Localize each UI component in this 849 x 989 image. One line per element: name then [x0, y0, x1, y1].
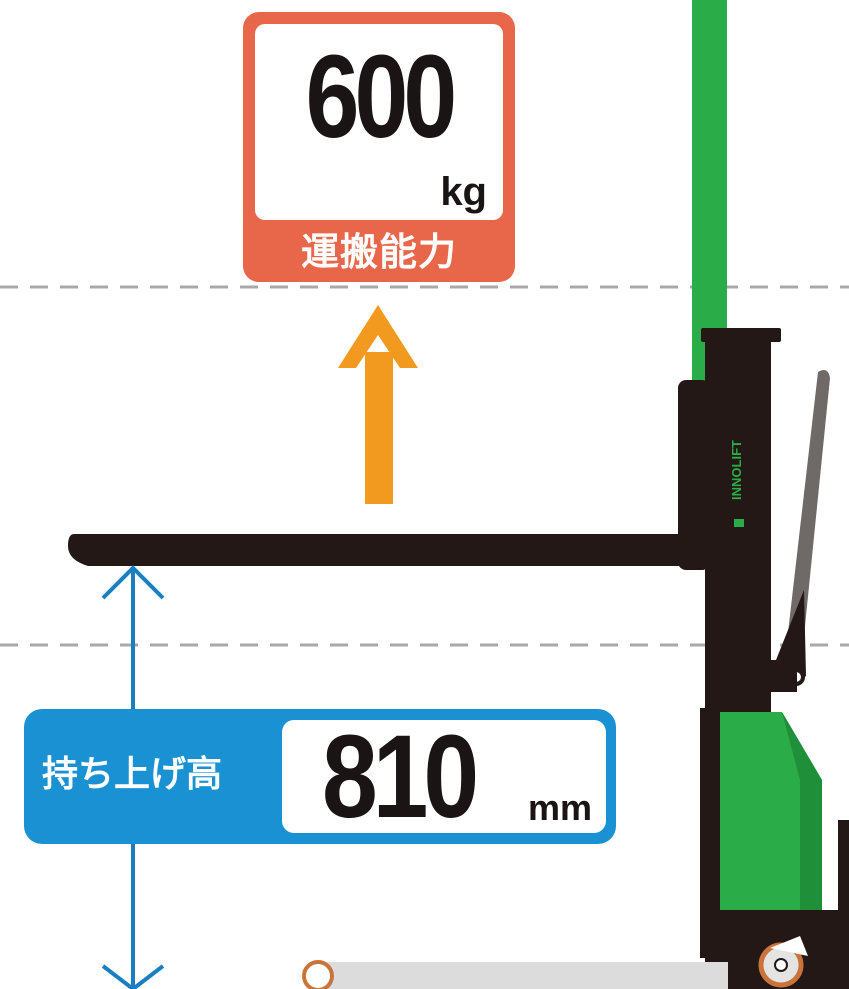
handle-bracket	[767, 660, 797, 692]
up-arrow-icon	[338, 305, 418, 504]
capacity-unit: kg	[440, 170, 487, 214]
fork-carriage	[678, 380, 710, 570]
handle-bar	[786, 370, 830, 650]
capacity-box: 600 kg 運搬能力	[243, 12, 515, 282]
capacity-value: 600	[305, 31, 458, 163]
lift-height-unit: mm	[527, 787, 592, 828]
outrigger-leg	[316, 962, 728, 989]
lift-height-label: 持ち上げ高	[42, 754, 223, 795]
lift-height-value: 810	[322, 711, 479, 843]
mast-cap	[701, 328, 781, 342]
fork-blade	[68, 534, 700, 566]
brand-logo-text: INNOLIFT	[729, 440, 744, 500]
rear-wheel-hub	[774, 958, 788, 972]
capacity-label: 運搬能力	[300, 230, 457, 274]
wheel-guard	[770, 936, 808, 956]
base-plate	[716, 910, 849, 934]
green-body-shade	[782, 712, 822, 912]
front-roller	[302, 960, 334, 989]
lift-height-box: 持ち上げ高 810 mm	[24, 709, 616, 844]
side-strut	[838, 820, 849, 915]
lift-height-value-panel: 810 mm	[282, 711, 606, 843]
innolift-logo-icon	[734, 519, 744, 527]
capacity-value-panel: 600 kg	[255, 24, 503, 220]
